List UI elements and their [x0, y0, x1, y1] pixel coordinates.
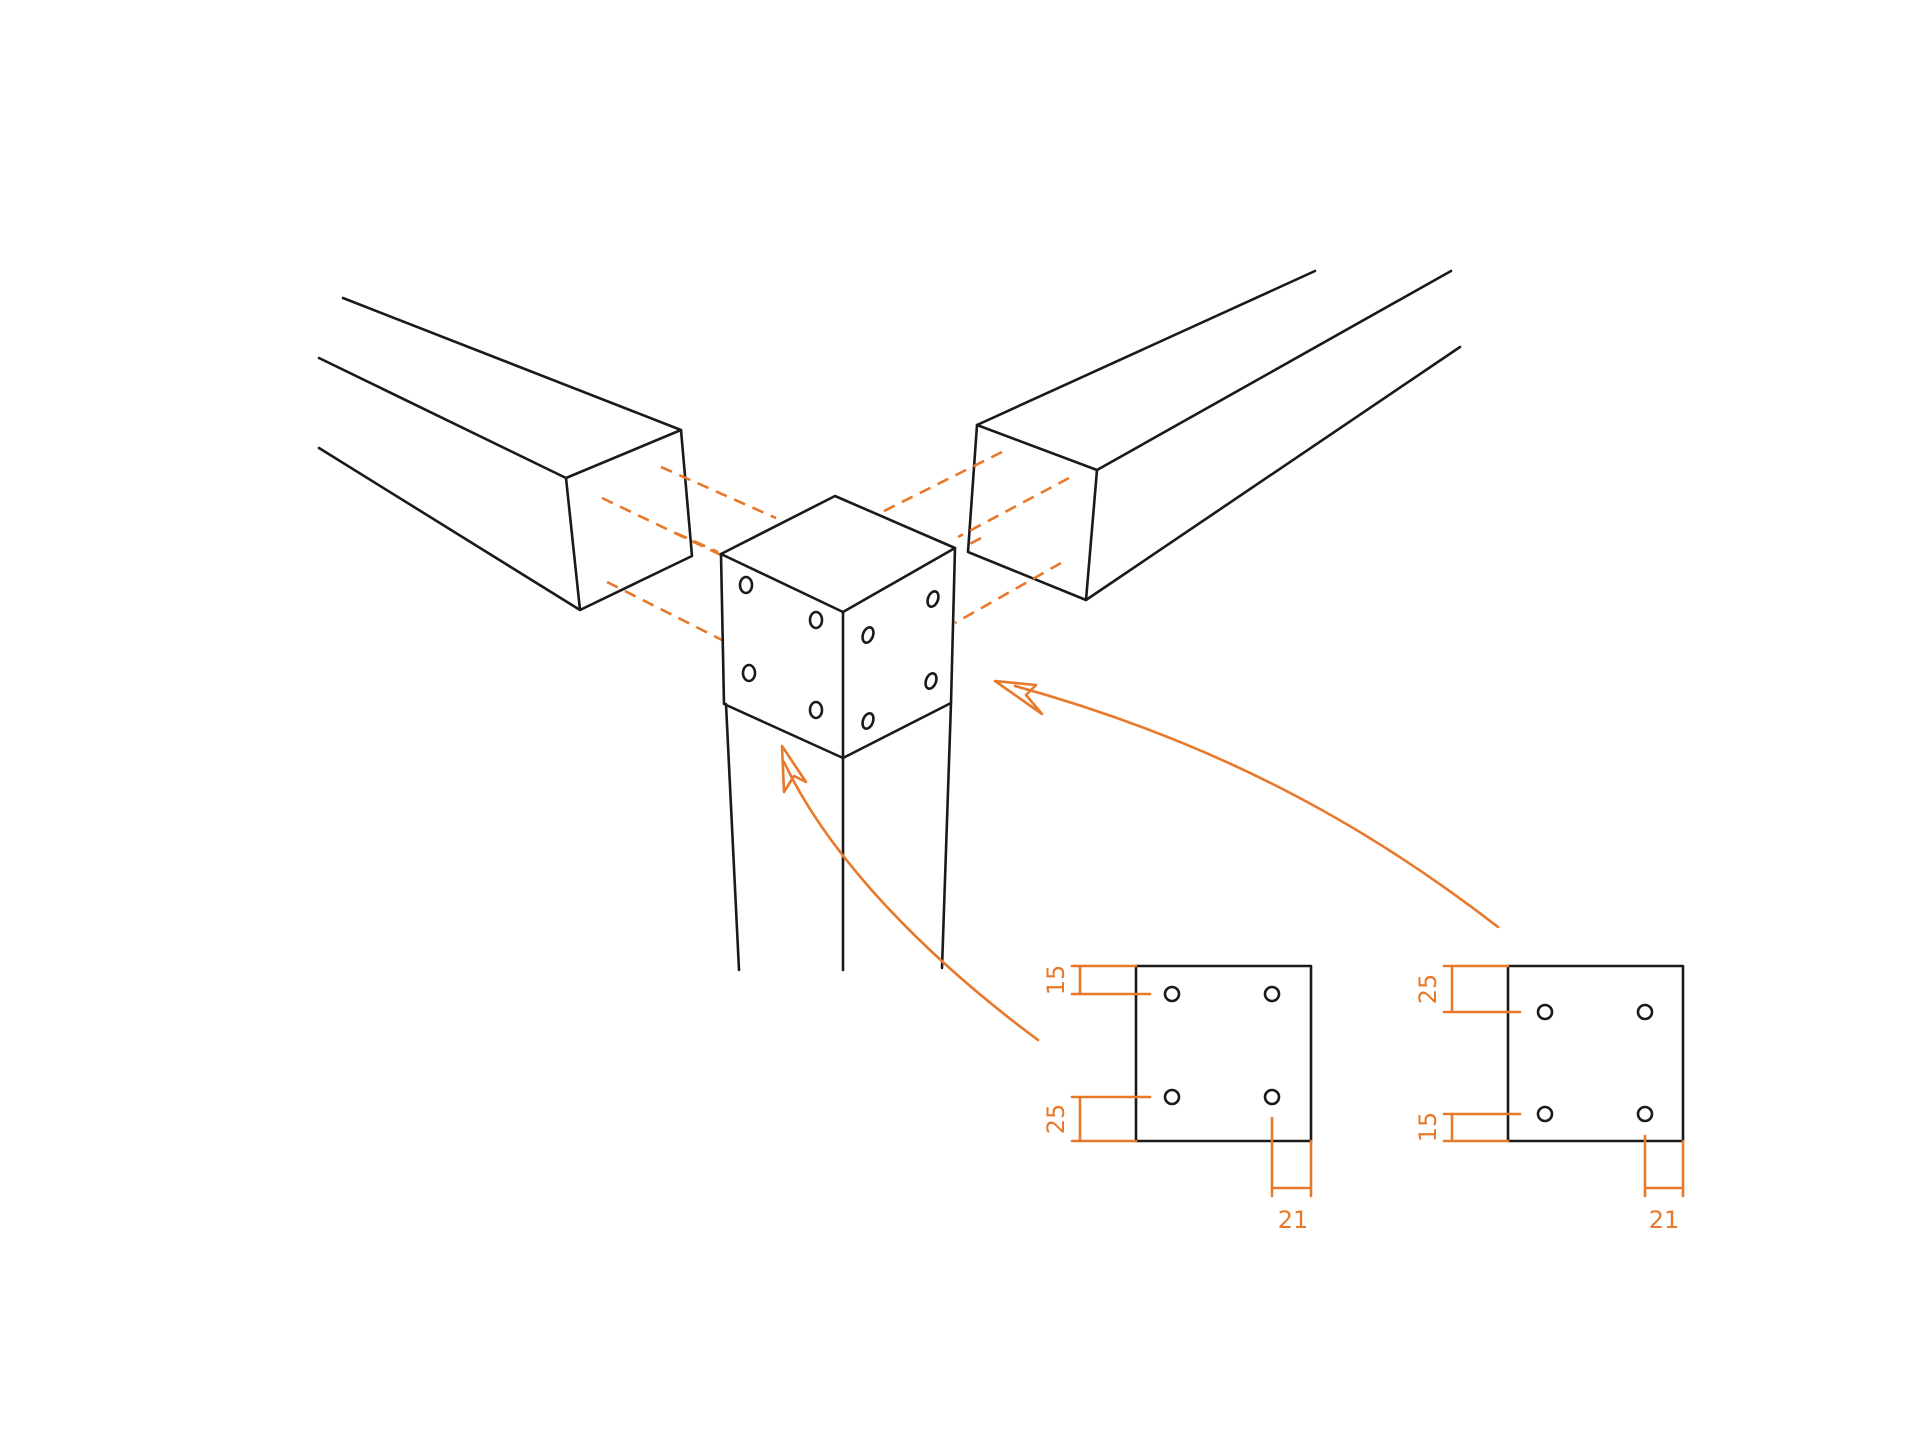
arrow-to-right-face: [993, 679, 1500, 929]
cube-top-face: [719, 494, 957, 614]
dashed-guide-8: [965, 536, 982, 548]
post-right-edge: [940, 701, 953, 970]
dim-label-bottom-left: 25: [1042, 1104, 1070, 1135]
arrow-to-left-face: [780, 744, 1040, 1042]
cube-hole-icon: [808, 610, 824, 630]
cube-hole-icon: [924, 671, 938, 691]
right-beam-end-edge: [1084, 468, 1099, 602]
dim-label-right-left: 21: [1278, 1206, 1309, 1234]
post-left-edge: [724, 702, 741, 972]
dashed-guide-1: [660, 465, 777, 520]
curved-arrow-line-2: [1013, 684, 1500, 929]
connector-cube: [719, 494, 957, 760]
plan-hole-icon: [1263, 1088, 1281, 1106]
plan-view-left: 15 25 21: [1042, 964, 1313, 1234]
dashed-guide-7: [954, 561, 1062, 625]
cube-hole-icon: [741, 663, 757, 683]
dim-line-bottom-right: [1442, 1112, 1522, 1143]
dim-line-right-right: [1643, 1134, 1685, 1198]
cube-hole-icon: [738, 575, 754, 595]
curved-arrow-line-1: [782, 760, 1040, 1042]
dashed-guide-5: [879, 450, 1003, 515]
dashed-guide-2: [601, 496, 724, 558]
dim-label-top-left: 15: [1042, 965, 1070, 996]
plan-right-square: [1506, 964, 1685, 1143]
plan-hole-icon: [1163, 1088, 1181, 1106]
plan-hole-icon: [1536, 1105, 1554, 1123]
post-leg: [724, 701, 953, 972]
dashed-guide-3: [606, 580, 725, 643]
dim-label-top-right: 25: [1414, 974, 1442, 1005]
plan-hole-icon: [1636, 1003, 1654, 1021]
plan-hole-icon: [1536, 1003, 1554, 1021]
right-beam: [966, 269, 1462, 602]
plan-hole-icon: [1263, 985, 1281, 1003]
dim-label-right-right: 21: [1649, 1206, 1680, 1234]
left-beam-end-edge: [564, 476, 582, 612]
dashed-guide-4: [675, 531, 719, 554]
plan-left-square: [1134, 964, 1313, 1143]
left-beam-outline: [317, 296, 694, 612]
right-beam-top-edges: [975, 269, 1453, 472]
dim-label-bottom-right: 15: [1414, 1112, 1442, 1143]
dim-line-top-left: [1070, 964, 1152, 996]
plan-view-right: 25 15 21: [1414, 964, 1685, 1234]
cube-hole-icon: [861, 711, 875, 731]
dim-line-right-left: [1270, 1116, 1313, 1198]
left-beam: [317, 296, 694, 612]
arrowhead-icon: [993, 679, 1044, 716]
plan-hole-icon: [1636, 1105, 1654, 1123]
dim-line-bottom-left: [1070, 1095, 1152, 1143]
cube-hole-icon: [808, 700, 824, 720]
cube-hole-icon: [861, 625, 875, 645]
cube-left-face: [719, 552, 845, 760]
arrowhead-icon: [780, 744, 808, 794]
dashed-guide-6: [957, 476, 1070, 539]
right-beam-outline: [966, 269, 1462, 602]
assembly-dashed-lines: [601, 450, 1070, 643]
plan-hole-icon: [1163, 985, 1181, 1003]
cube-hole-icon: [926, 589, 940, 609]
dim-line-top-right: [1442, 964, 1522, 1014]
left-beam-top-edges: [317, 356, 683, 480]
